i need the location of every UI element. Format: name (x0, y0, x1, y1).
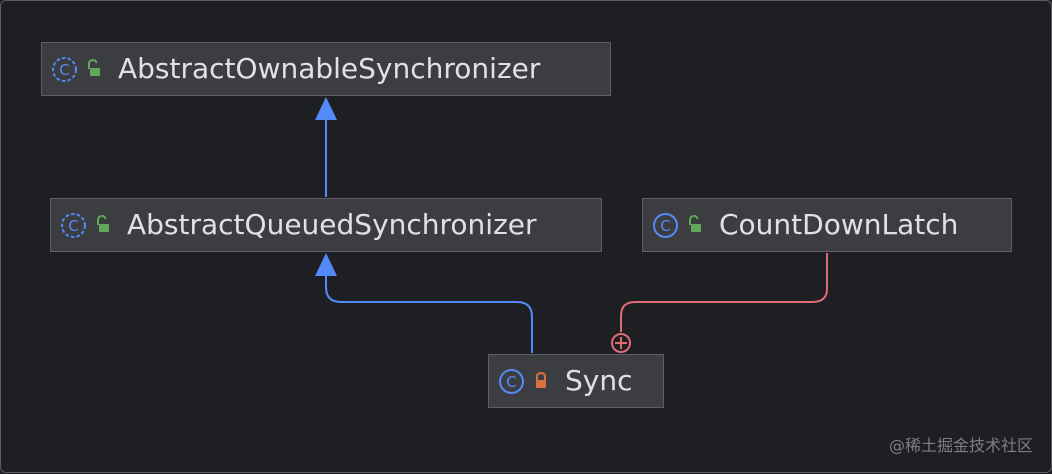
svg-text:C: C (68, 217, 78, 235)
node-abstract-ownable-synchronizer[interactable]: C AbstractOwnableSynchronizer (41, 42, 611, 96)
svg-text:C: C (660, 217, 670, 235)
unlocked-icon (685, 214, 705, 236)
class-icon: C (60, 212, 87, 239)
unlocked-icon (93, 214, 113, 236)
node-label: CountDownLatch (719, 208, 959, 241)
edge-sync-to-aqs (325, 275, 533, 353)
class-icon: C (498, 368, 525, 395)
locked-icon (531, 370, 551, 392)
edge-cdl-to-sync (620, 253, 828, 332)
svg-text:C: C (59, 61, 69, 79)
node-sync[interactable]: C Sync (488, 354, 664, 408)
unlocked-icon (84, 58, 104, 80)
node-abstract-queued-synchronizer[interactable]: C AbstractQueuedSynchronizer (50, 198, 602, 252)
svg-text:C: C (506, 373, 516, 391)
watermark: @稀土掘金技术社区 (888, 436, 1033, 455)
node-label: AbstractQueuedSynchronizer (127, 208, 537, 241)
class-icon: C (51, 56, 78, 83)
node-label: AbstractOwnableSynchronizer (118, 52, 541, 85)
node-label: Sync (565, 364, 633, 397)
arrowhead-aos (315, 97, 337, 120)
class-icon: C (652, 212, 679, 239)
node-count-down-latch[interactable]: C CountDownLatch (642, 198, 1012, 252)
arrowhead-aqs (315, 253, 337, 276)
inner-class-marker (611, 333, 631, 353)
